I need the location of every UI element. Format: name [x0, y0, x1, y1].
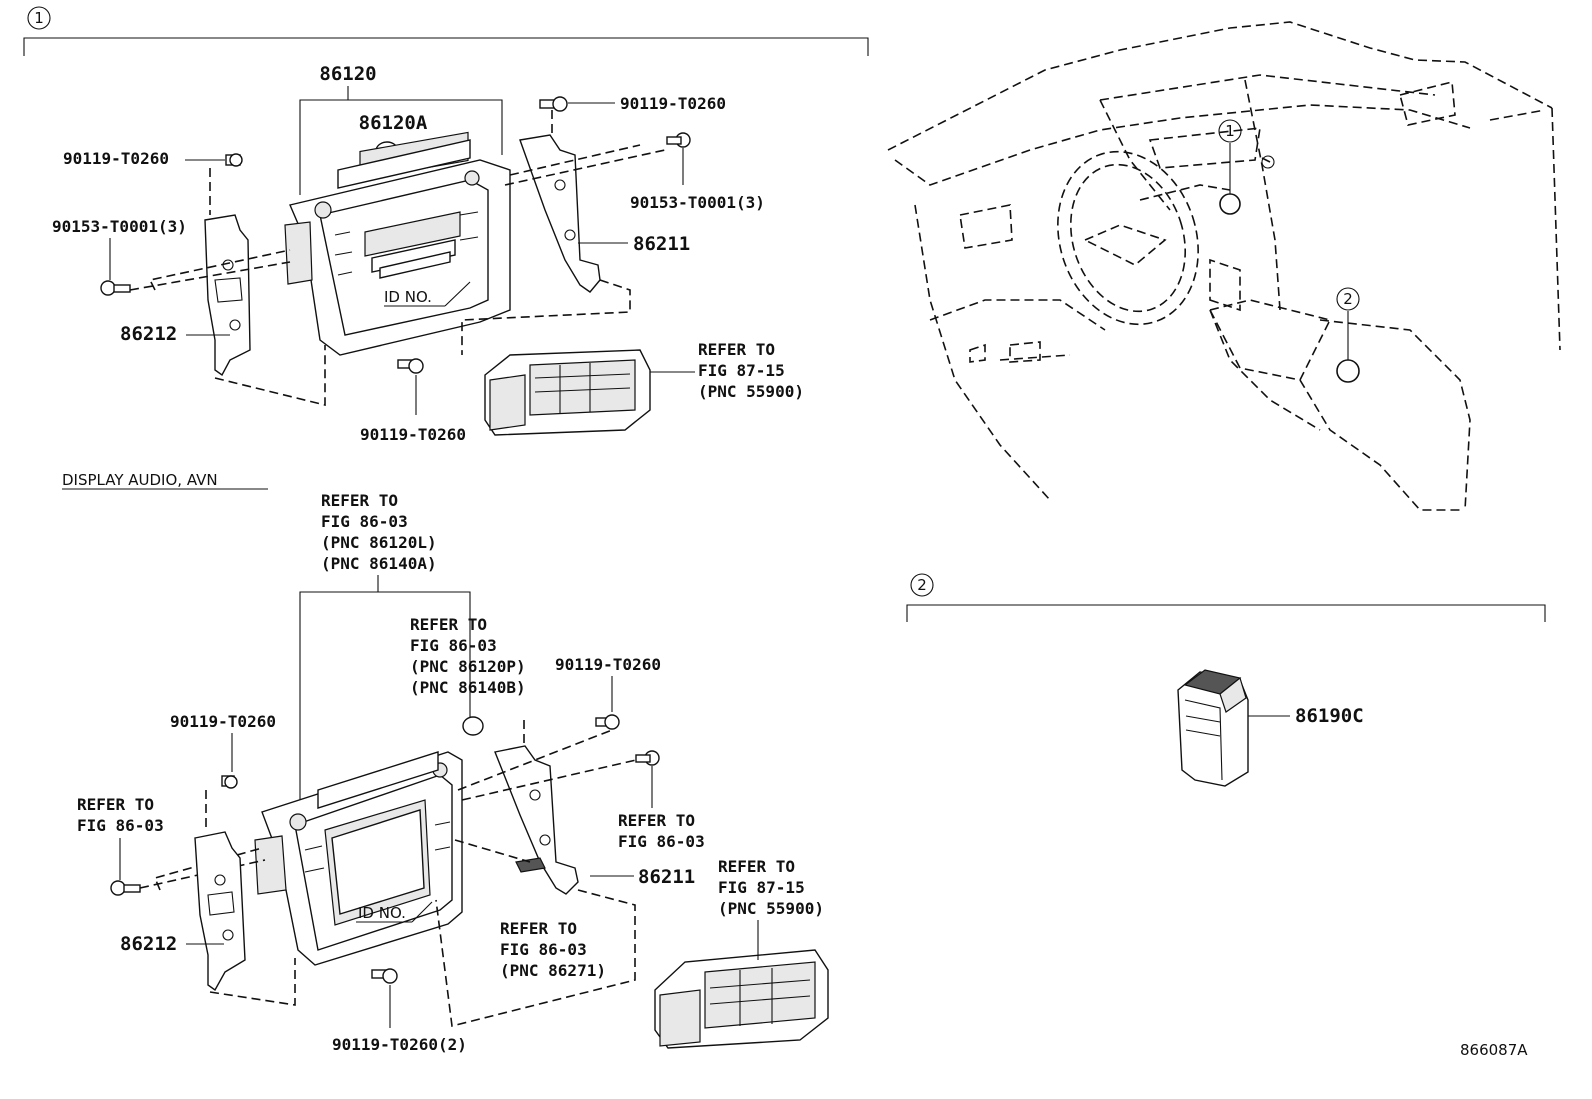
bolt-top-right [539, 96, 568, 112]
bracket-avn-86212 [194, 831, 246, 992]
label-refer-mid-3: (PNC 86120P) [410, 657, 526, 676]
label-screw-top-right: 90153-T0001(3) [630, 193, 765, 212]
screw-avn-right [635, 750, 660, 766]
label-bolt-avn-top-right: 90119-T0260 [555, 655, 661, 674]
label-refer-top-1: REFER TO [321, 491, 398, 510]
label-avn-86211: 86211 [638, 866, 695, 888]
audio-panel-86120 [284, 131, 511, 356]
bolt-avn-bottom [371, 968, 398, 984]
label-refer-unit-3: (PNC 55900) [698, 382, 804, 401]
display-audio-section: DISPLAY AUDIO, AVN REFER TO FIG 86-03 (P… [62, 471, 829, 1054]
section-2-marker: 2 [917, 576, 927, 594]
label-86120a: 86120A [359, 112, 428, 134]
label-refer-id-1: REFER TO [500, 919, 577, 938]
bolt-avn-top-left [221, 775, 238, 789]
label-refer-top-2: FIG 86-03 [321, 512, 408, 531]
part-86271 [515, 857, 546, 873]
label-86120: 86120 [319, 63, 376, 85]
bolt-bottom [397, 358, 424, 374]
label-86211: 86211 [633, 233, 690, 255]
climate-unit-55900 [484, 349, 651, 436]
label-avn-id-no: ID NO. [358, 904, 406, 922]
label-refer-unit-avn-2: FIG 87-15 [718, 878, 805, 897]
label-refer-top-4: (PNC 86140A) [321, 554, 437, 573]
label-bolt-top-left: 90119-T0260 [63, 149, 169, 168]
climate-unit-avn [654, 949, 829, 1049]
switch-86190c [1177, 669, 1249, 787]
label-refer-left-1: REFER TO [77, 795, 154, 814]
dashboard-marker-1: 1 [1225, 122, 1235, 140]
bracket-avn-86211 [494, 745, 579, 895]
label-refer-mid-2: FIG 86-03 [410, 636, 497, 655]
label-refer-unit-avn-1: REFER TO [718, 857, 795, 876]
bracket-86212 [204, 214, 251, 377]
screw-avn-left [110, 880, 141, 896]
section-1-header: 1 [23, 6, 869, 56]
label-bolt-avn-bottom: 90119-T0260(2) [332, 1035, 467, 1054]
screw-top-right [666, 132, 691, 148]
dashboard-overview: 1 2 [887, 21, 1561, 511]
label-refer-mid-1: REFER TO [410, 615, 487, 634]
dashboard-location-1 [1219, 193, 1241, 215]
label-refer-unit-1: REFER TO [698, 340, 775, 359]
section-1-marker: 1 [34, 9, 44, 27]
label-86190c: 86190C [1295, 705, 1364, 727]
label-id-no: ID NO. [384, 288, 432, 306]
label-refer-mid-4: (PNC 86140B) [410, 678, 526, 697]
diagram-id: 866087A [1460, 1041, 1528, 1059]
label-avn-86212: 86212 [120, 933, 177, 955]
label-bolt-avn-top-left: 90119-T0260 [170, 712, 276, 731]
label-screw-top-left: 90153-T0001(3) [52, 217, 187, 236]
label-86212: 86212 [120, 323, 177, 345]
dashboard-location-2 [1336, 359, 1360, 383]
dashboard-marker-2: 2 [1343, 290, 1353, 308]
label-bolt-bottom: 90119-T0260 [360, 425, 466, 444]
bolt-top-left [225, 153, 243, 167]
screw-top-left [100, 280, 131, 296]
label-refer-unit-2: FIG 87-15 [698, 361, 785, 380]
label-refer-unit-avn-3: (PNC 55900) [718, 899, 824, 918]
bolt-avn-top-right [595, 714, 620, 730]
knob-avn [462, 716, 484, 736]
bracket-86211 [519, 134, 601, 293]
avn-panel [254, 751, 463, 966]
label-refer-left-2: FIG 86-03 [77, 816, 164, 835]
label-refer-id-3: (PNC 86271) [500, 961, 606, 980]
label-refer-id-2: FIG 86-03 [500, 940, 587, 959]
label-bolt-top-right: 90119-T0260 [620, 94, 726, 113]
section-1-assembly: 86120 86120A ID NO. [52, 63, 804, 444]
label-refer-right-1: REFER TO [618, 811, 695, 830]
label-refer-top-3: (PNC 86120L) [321, 533, 437, 552]
display-audio-heading: DISPLAY AUDIO, AVN [62, 471, 218, 489]
section-2: 2 86190C [906, 573, 1546, 787]
label-refer-right-2: FIG 86-03 [618, 832, 705, 851]
